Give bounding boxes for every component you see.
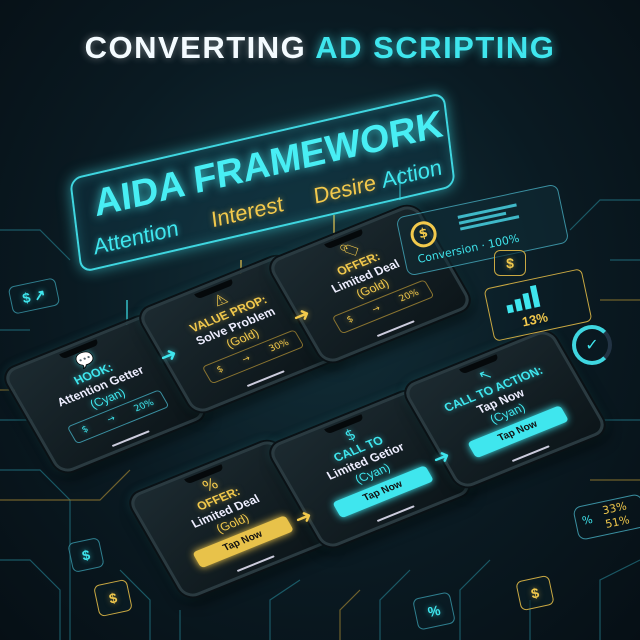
- bar-chart-icon: [504, 285, 541, 314]
- text-lines-icon: [457, 203, 520, 233]
- page-title: CONVERTING AD SCRIPTING: [84, 30, 556, 65]
- dollar-coin-icon: $: [408, 218, 440, 250]
- dollar-icon: $: [494, 250, 526, 276]
- percent-icon: %: [580, 512, 594, 528]
- stage-desire: Desire: [312, 169, 378, 209]
- stage-action: Action: [380, 154, 444, 194]
- check-gauge-icon: ✓: [572, 325, 612, 365]
